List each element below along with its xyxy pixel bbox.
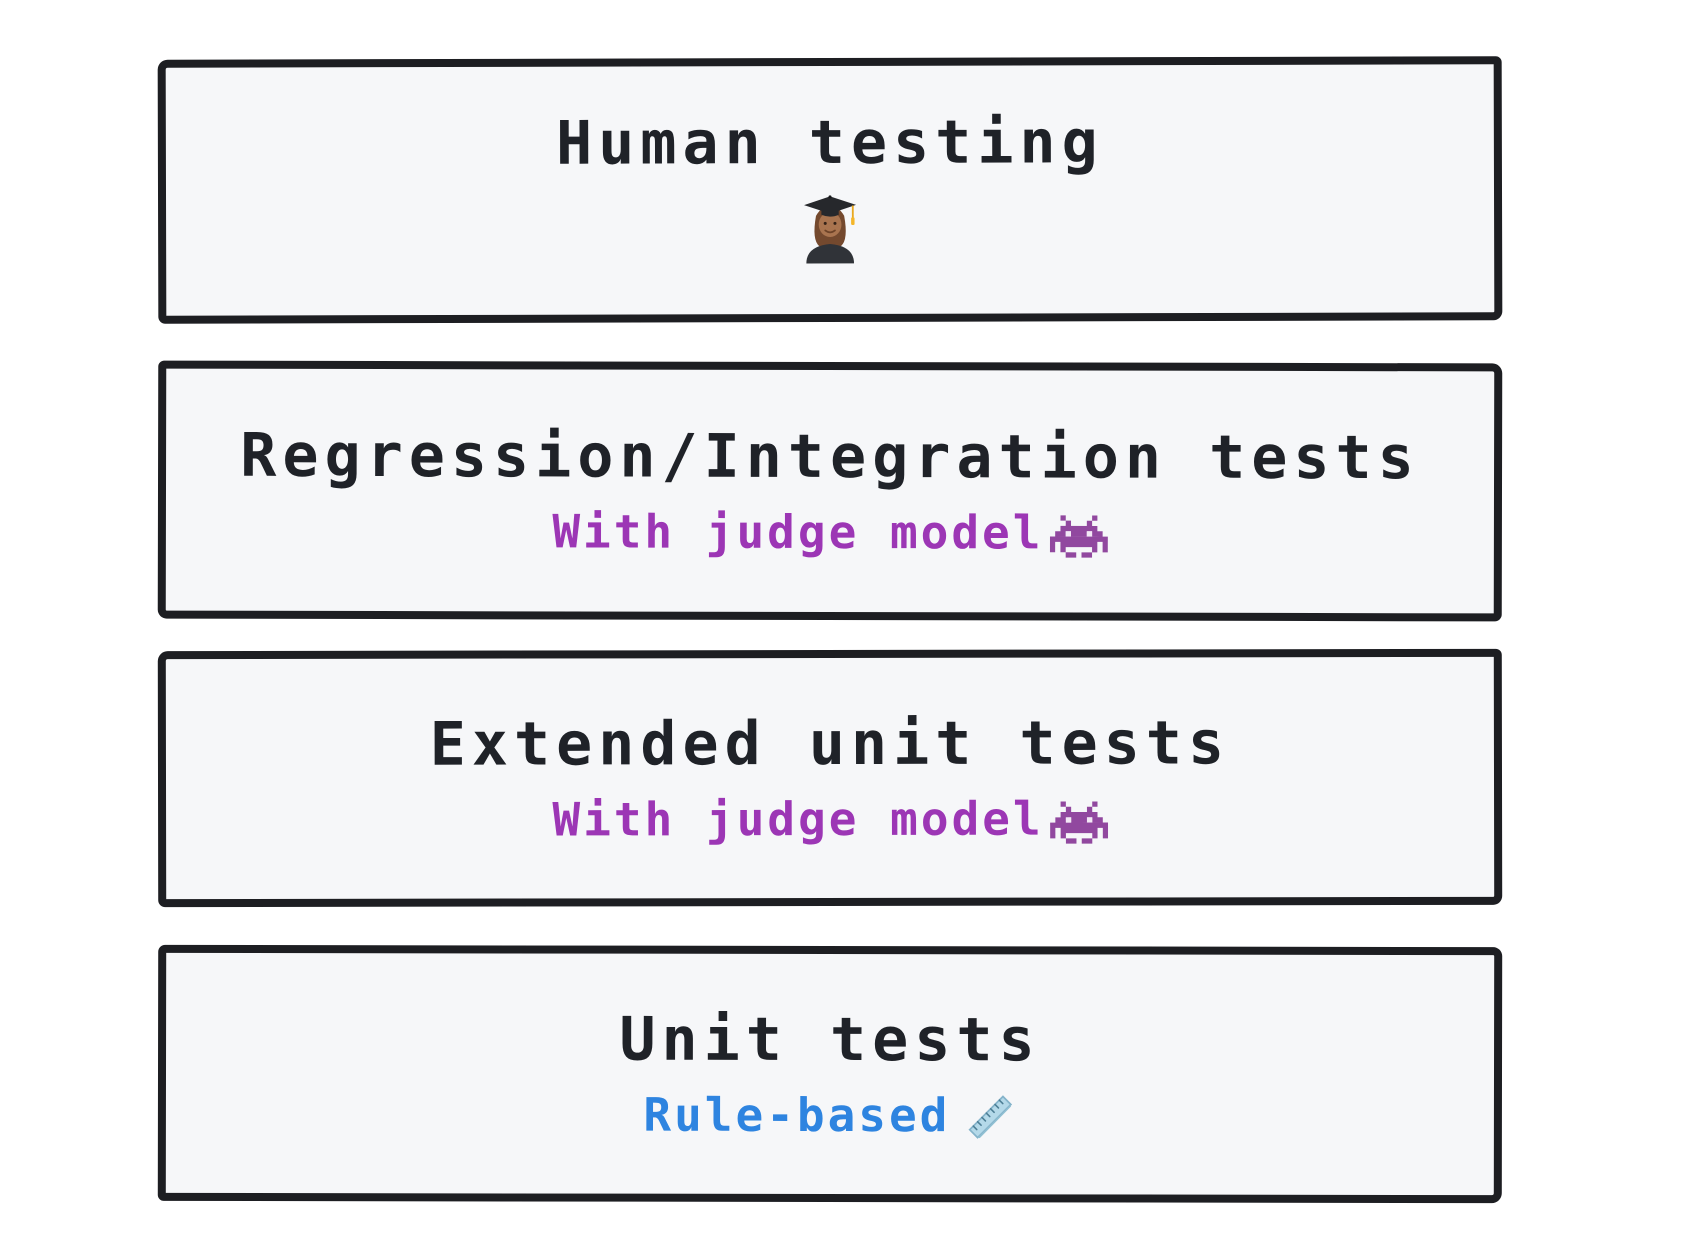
layer-icon-row: [791, 192, 869, 270]
alien-monster-emoji: [1049, 515, 1108, 558]
layer-box-extended-unit-tests: Extended unit tests With judge model: [157, 648, 1503, 908]
ruler-emoji: [968, 1095, 1013, 1139]
layer-subtitle-label: Rule-based: [643, 1087, 951, 1142]
layer-title: Extended unit tests: [429, 708, 1231, 780]
layer-box-human-testing: Human testing: [157, 56, 1503, 324]
layer-subtitle: With judge model: [552, 504, 1108, 560]
layer-title: Human testing: [555, 107, 1104, 179]
layer-box-unit-tests: Unit tests Rule-based: [157, 944, 1503, 1204]
student-emoji: [804, 195, 857, 264]
layer-subtitle-label: With judge model: [552, 791, 1044, 847]
layer-subtitle: Rule-based: [643, 1087, 1016, 1142]
layer-subtitle: With judge model: [552, 791, 1108, 847]
layer-title: Unit tests: [619, 1004, 1041, 1076]
layer-subtitle-label: With judge model: [552, 504, 1044, 560]
layer-box-regression-integration-tests: Regression/Integration tests With judge …: [157, 360, 1503, 622]
alien-monster-emoji: [1049, 801, 1108, 844]
layer-title: Regression/Integration tests: [240, 420, 1420, 494]
